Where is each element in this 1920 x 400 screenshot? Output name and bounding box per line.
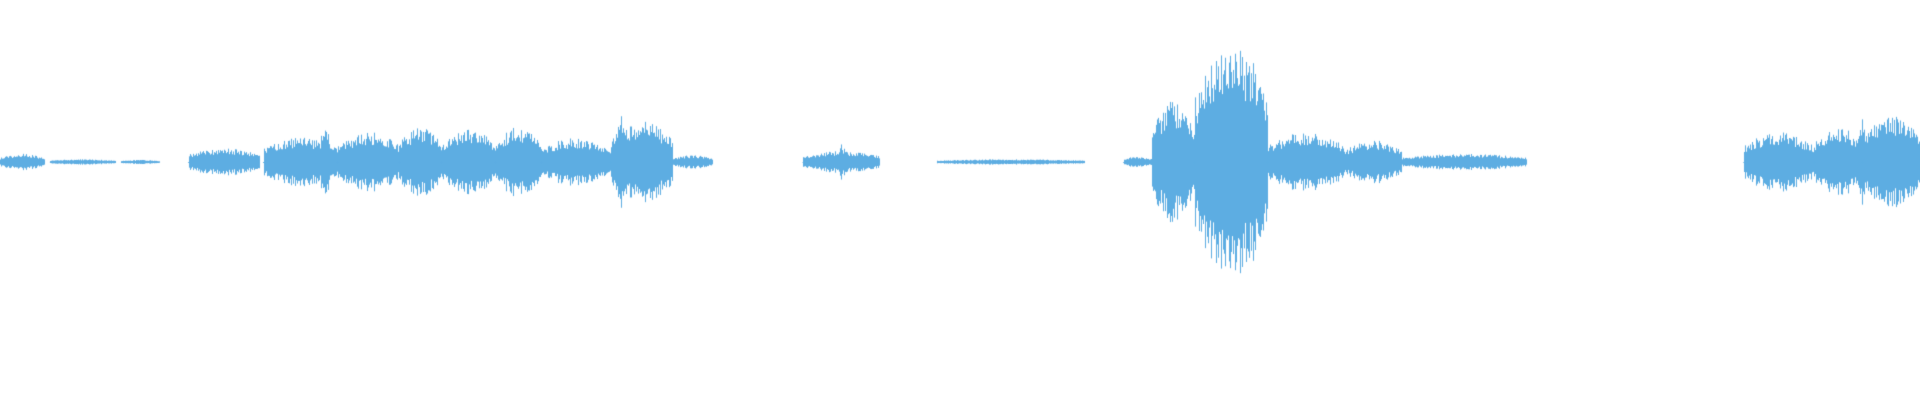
waveform-view	[0, 0, 1920, 400]
audio-waveform[interactable]	[0, 0, 1920, 400]
